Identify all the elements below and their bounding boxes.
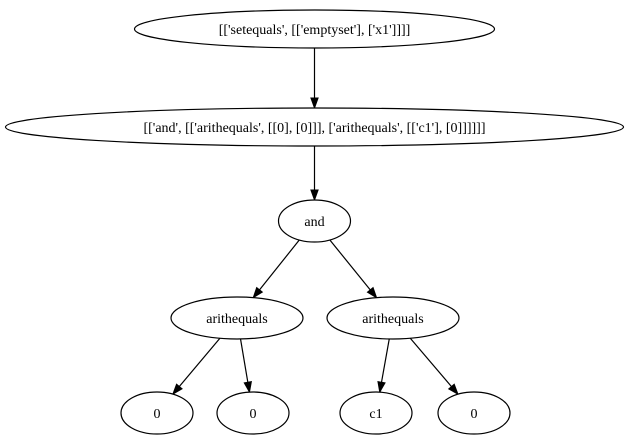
node-label: 0: [471, 407, 478, 422]
edge-line: [409, 337, 452, 387]
arrowhead: [171, 383, 183, 396]
edge-line: [380, 338, 390, 383]
node-ellipse: [170, 296, 304, 340]
tree-node-n8: c1: [339, 391, 413, 435]
node-ellipse: [120, 391, 194, 435]
edge-n3-n5: [329, 239, 378, 299]
node-ellipse: [339, 391, 413, 435]
tree-node-n3: and: [277, 199, 352, 243]
tree-node-n6: 0: [120, 391, 194, 435]
edge-n5-n8: [377, 338, 390, 394]
arrowhead: [366, 286, 378, 299]
arrowhead: [243, 381, 252, 394]
node-label: and: [304, 215, 324, 230]
tree-node-n9: 0: [437, 391, 511, 435]
nodes-layer: [['setequals', [['emptyset'], ['x1']]]] […: [4, 9, 625, 435]
edge-n1-n2: [310, 48, 319, 110]
node-label: c1: [369, 407, 382, 422]
arrowhead: [447, 383, 459, 396]
node-label: 0: [250, 407, 257, 422]
edge-line: [239, 338, 249, 383]
tree-node-n7: 0: [216, 391, 290, 435]
edge-n4-n7: [239, 338, 252, 394]
node-label: arithequals: [206, 312, 267, 327]
edge-line: [329, 239, 371, 291]
node-ellipse: [133, 9, 496, 49]
edges-layer: [171, 48, 459, 396]
node-label: [['and', [['arithequals', [[0], [0]]], […: [143, 121, 485, 136]
node-label: [['setequals', [['emptyset'], ['x1']]]]: [219, 23, 411, 38]
edge-n2-n3: [310, 146, 319, 202]
edge-n5-n9: [409, 337, 459, 396]
edge-n4-n6: [171, 337, 221, 396]
node-ellipse: [326, 296, 460, 340]
arrowhead: [310, 189, 319, 202]
arrowhead: [310, 97, 319, 110]
node-ellipse: [4, 107, 625, 147]
node-ellipse: [437, 391, 511, 435]
tree-node-n4: arithequals: [170, 296, 304, 340]
node-ellipse: [277, 199, 352, 243]
node-ellipse: [216, 391, 290, 435]
node-label: 0: [154, 407, 161, 422]
arrowhead: [377, 381, 386, 394]
tree-node-n5: arithequals: [326, 296, 460, 340]
arrowhead: [252, 286, 264, 299]
tree-node-n2: [['and', [['arithequals', [[0], [0]]], […: [4, 107, 625, 147]
tree-node-n1: [['setequals', [['emptyset'], ['x1']]]]: [133, 9, 496, 49]
edge-line: [178, 337, 221, 387]
node-label: arithequals: [362, 312, 423, 327]
edge-n3-n4: [252, 239, 300, 299]
edge-line: [259, 239, 300, 291]
